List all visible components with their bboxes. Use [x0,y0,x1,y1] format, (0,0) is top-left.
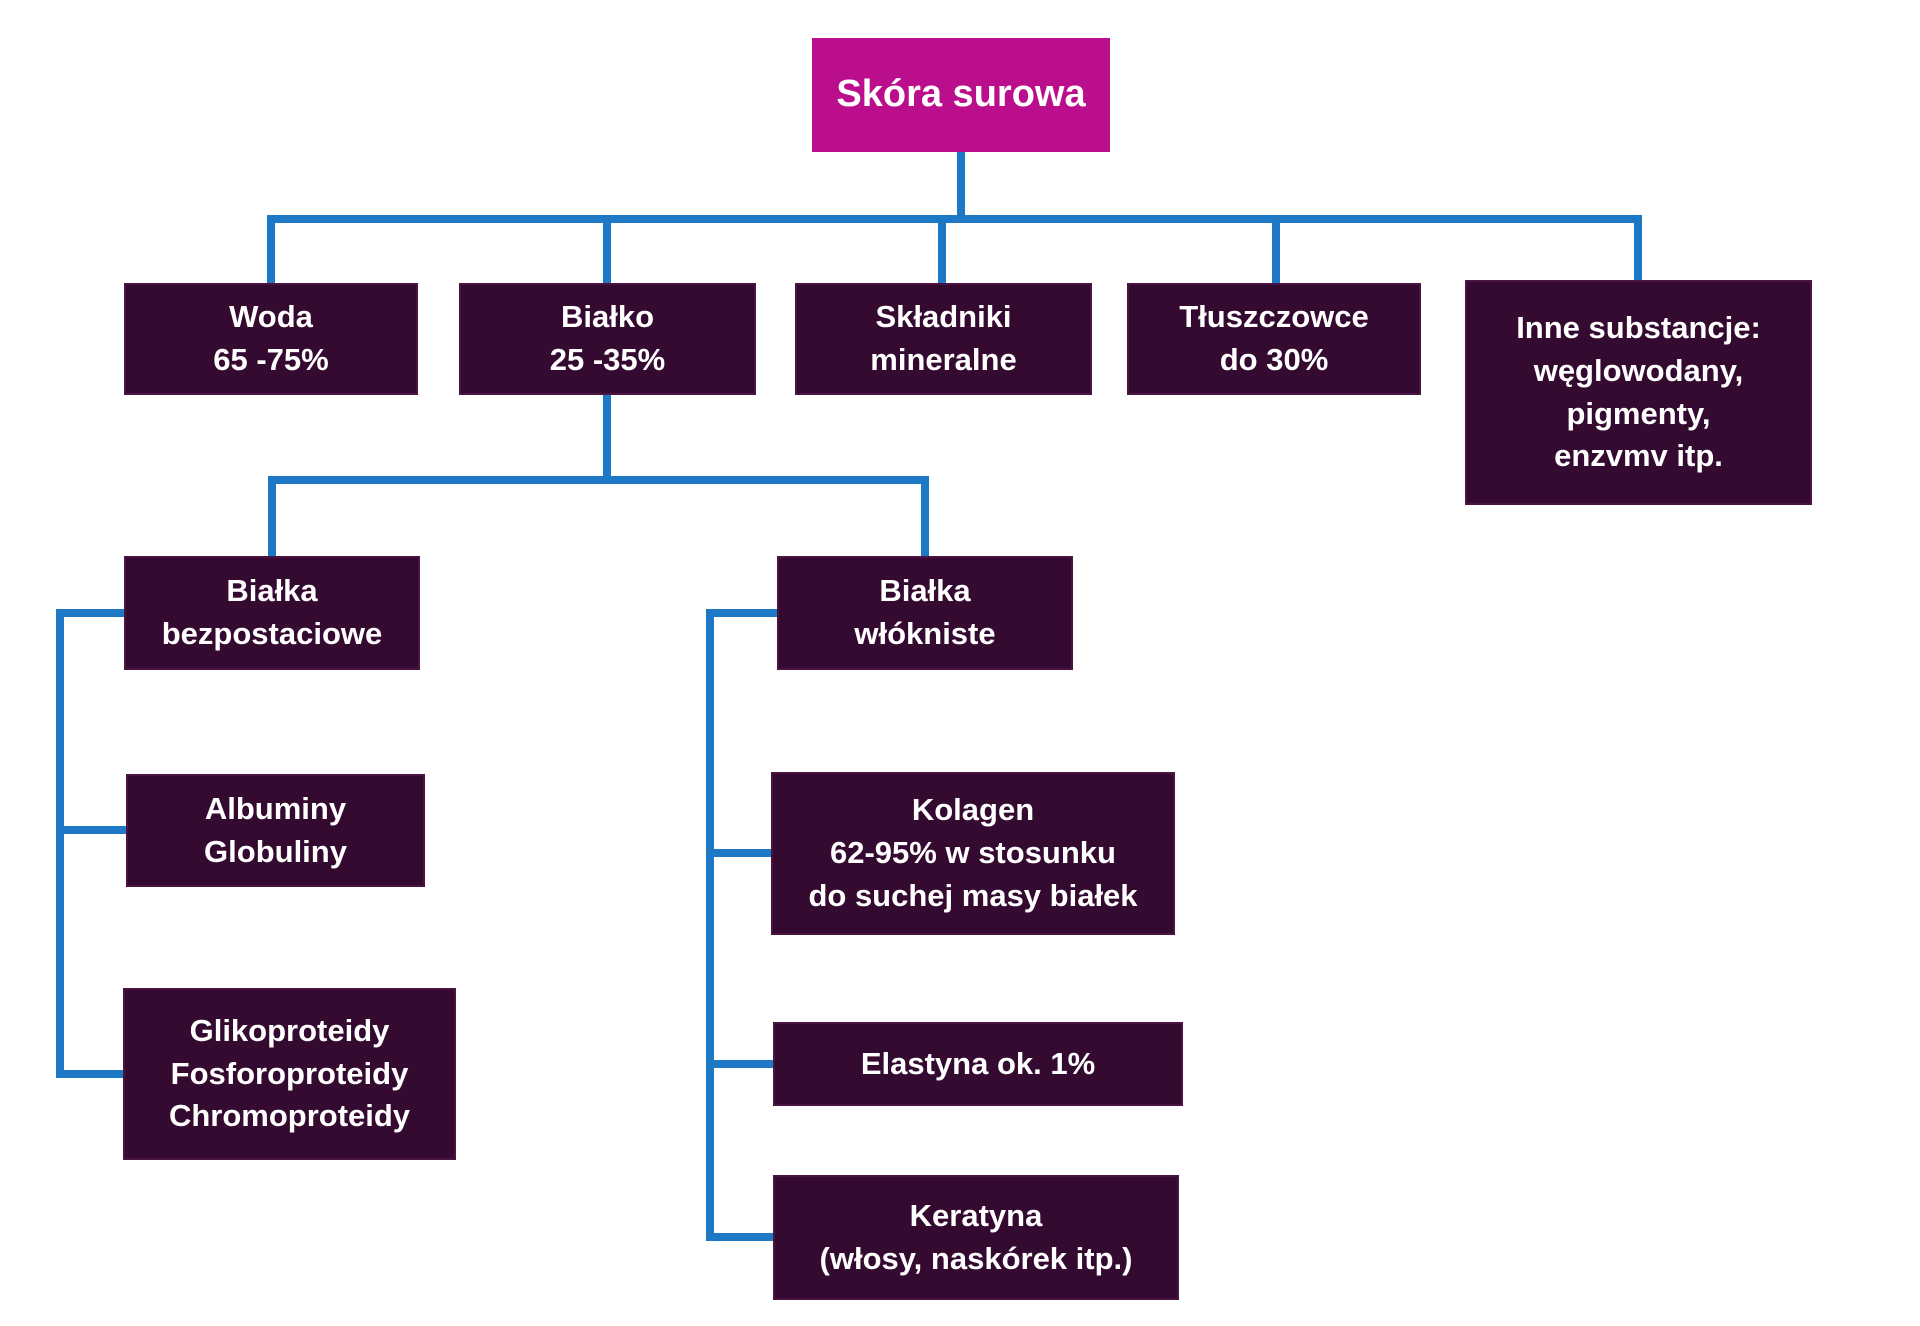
connector-drop-wlokniste [921,476,929,559]
node-elastyna: Elastyna ok. 1% [773,1022,1183,1106]
node-skora-surowa: Skóra surowa [812,38,1110,152]
connector-level2-hline [268,476,929,484]
connector-drop-bialko [603,215,611,286]
connector-seg-bezpostaciowe [56,609,124,617]
connector-drop-tluszczowce [1272,215,1280,286]
connector-seg-wlokniste [706,609,777,617]
connector-seg-elastyna [706,1060,773,1068]
connector-drop-skladniki [938,215,946,286]
node-bialka-bezpostaciowe: Białka bezpostaciowe [124,556,420,670]
connector-drop-woda [267,215,275,286]
node-inne-substancje: Inne substancje: węglowodany, pigmenty, … [1465,280,1812,505]
node-keratyna: Keratyna (włosy, naskórek itp.) [773,1175,1179,1300]
connector-seg-keratyna [706,1233,773,1241]
node-glikoproteidy: Glikoproteidy Fosforoproteidy Chromoprot… [123,988,456,1160]
connector-drop-bezpostaciowe [268,476,276,559]
node-bialko: Białko 25 -35% [459,283,756,395]
connector-left-spine [56,609,64,1078]
connector-right-spine [706,609,714,1241]
node-woda: Woda 65 -75% [124,283,418,395]
connector-level1-hline [267,215,1642,223]
node-kolagen: Kolagen 62-95% w stosunku do suchej masy… [771,772,1175,935]
connector-bialko-stub [603,395,611,484]
connector-drop-inne [1634,215,1642,283]
node-albuminy-globuliny: Albuminy Globuliny [126,774,425,887]
connector-seg-albuminy [56,826,126,834]
connector-seg-glikoproteidy [56,1070,123,1078]
connector-seg-kolagen [706,849,771,857]
node-bialka-wlokniste: Białka włókniste [777,556,1073,670]
connector-root-stub [957,152,965,223]
node-skladniki-mineralne: Składniki mineralne [795,283,1092,395]
node-tluszczowce: Tłuszczowce do 30% [1127,283,1421,395]
